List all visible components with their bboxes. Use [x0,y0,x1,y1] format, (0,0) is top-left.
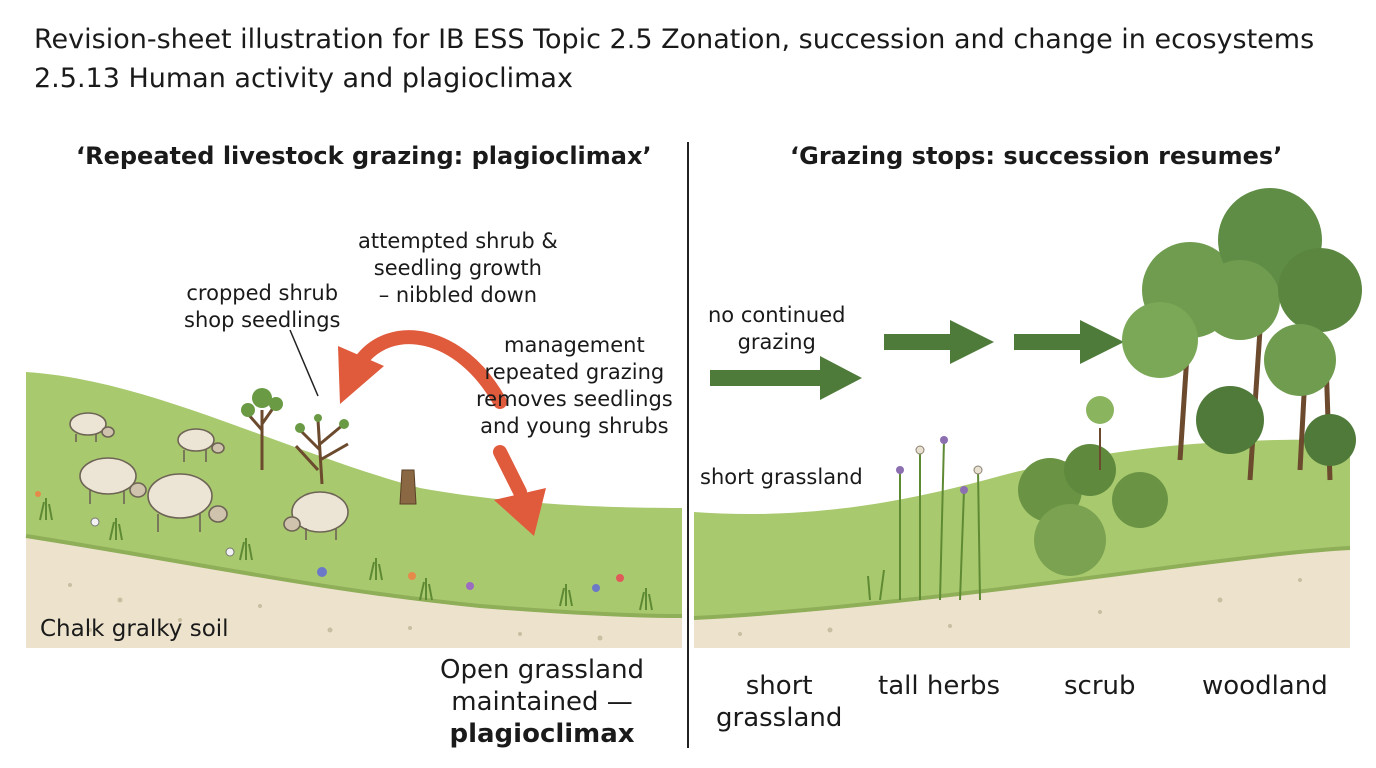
attempted-growth-label: attempted shrub & seedling growth – nibb… [358,229,558,307]
short-grassland-label: short grassland [700,465,863,489]
stage-scrub: scrub [1064,671,1136,701]
right-chalk-soil [694,548,1350,648]
tall-herbs-icon [867,439,981,601]
woodland-icon [1122,188,1362,481]
management-label: management repeated grazing removes seed… [476,333,673,438]
sheep-icon [69,412,115,442]
stage-woodland: woodland [1202,671,1328,701]
cropped-shrub-label: cropped shrub shop seedlings [184,281,341,332]
left-panel-title: ‘Repeated livestock grazing: plagioclima… [76,142,652,170]
sheet-title-line1: Revision-sheet illustration for IB ESS T… [34,24,1315,55]
stage-tall-herbs: tall herbs [878,671,1001,701]
right-panel-title: ‘Grazing stops: succession resumes’ [790,142,1283,170]
sheet-title-line2: 2.5.13 Human activity and plagioclimax [34,63,573,94]
soil-label: Chalk gralky soil [40,616,229,642]
green-arrows [710,320,1124,400]
stump-icon [399,469,417,505]
sheep-icon [147,473,228,532]
red-curved-arrow [353,330,507,409]
no-grazing-label: no continued grazing [708,303,846,354]
stage-short-grassland: short grassland [716,671,843,733]
plagioclimax-caption: Open grassland maintained — plagioclimax [440,655,645,749]
scrub-icon [1018,396,1168,576]
sheep-icon [177,428,225,462]
sheep-icon [79,457,147,504]
red-down-arrow [493,445,527,499]
sheep-icon [283,491,349,540]
red-arrowhead [338,346,384,404]
